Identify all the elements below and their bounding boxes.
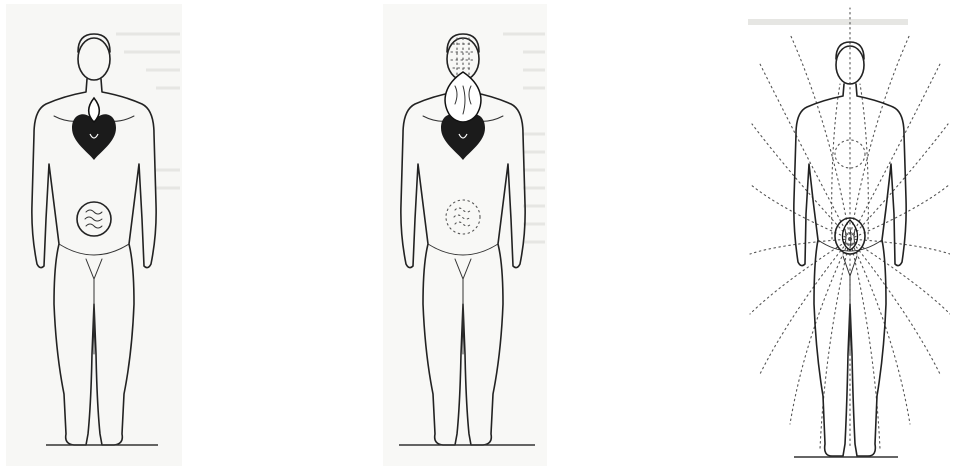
background-text (116, 34, 180, 188)
dotted-head-pattern (451, 38, 475, 76)
flame-icon (89, 98, 100, 122)
body-figure-2 (383, 4, 547, 466)
hip-line (428, 244, 498, 255)
hip-line (59, 244, 129, 255)
spiral-icon (454, 208, 471, 226)
background-text (503, 34, 545, 242)
body-figure-3 (748, 4, 950, 466)
figure-panel-3 (748, 4, 950, 466)
flame-icon (445, 72, 481, 122)
navel-center (77, 202, 111, 236)
spiral-icon (85, 210, 102, 228)
navel-center (446, 200, 480, 234)
figure-panel-2 (383, 4, 547, 466)
head (78, 38, 110, 80)
groin (455, 259, 471, 279)
figure-panel-1 (6, 4, 182, 466)
body-figure-1 (6, 4, 182, 466)
groin (86, 259, 102, 279)
